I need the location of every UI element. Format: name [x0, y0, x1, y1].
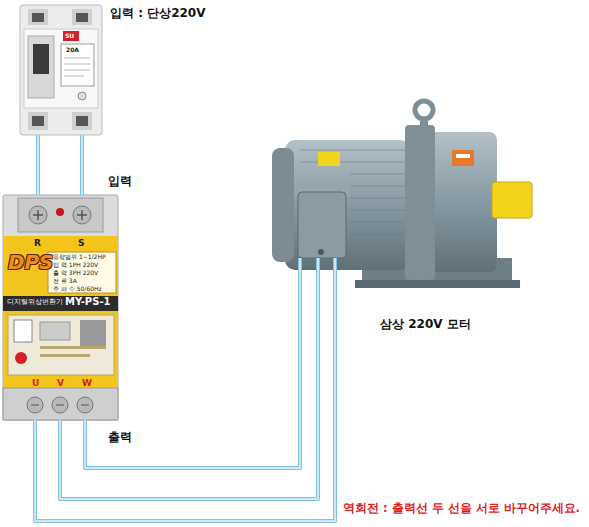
- spec-line: 주 파 수 50/60Hz: [53, 286, 102, 293]
- brand-badge: SU: [65, 33, 74, 40]
- motor-caption: 삼상 220V 모터: [380, 318, 471, 332]
- terminal-label: W: [82, 378, 92, 388]
- rating-text: 20A: [66, 47, 79, 54]
- output-heading: 출력: [108, 431, 132, 445]
- product-name: 디지털위상변환기: [7, 298, 63, 306]
- input-heading: 입력: [108, 175, 132, 189]
- brand-logo: DPS: [8, 252, 53, 275]
- terminal-label: V: [57, 378, 64, 388]
- spec-line: 출 력 3PH 220V: [53, 270, 98, 277]
- wire-outer: [80, 135, 84, 195]
- spec-line: 입 력 1PH 220V: [53, 262, 98, 269]
- wire-outer: [60, 258, 318, 499]
- converter-node: 입력RSDPS용량범위 1~1/2HP입 력 1PH 220V출 력 3PH 2…: [3, 195, 118, 420]
- wire: [60, 258, 318, 499]
- circuit-breaker: [20, 5, 102, 135]
- spec-line: 전 류 3A: [53, 278, 77, 285]
- wire: [35, 258, 335, 521]
- wire-inner: [60, 258, 318, 499]
- wire-outer: [35, 258, 335, 521]
- motor-illustration: [272, 101, 532, 288]
- wire-outer: [36, 135, 40, 195]
- model-number: MY-PS-1: [65, 296, 111, 308]
- wire-inner: [81, 135, 82, 195]
- breaker-node: 입력 : 단상220VSU20A: [20, 5, 102, 135]
- wire: [38, 135, 39, 195]
- wire: [85, 258, 300, 468]
- wire: [82, 135, 83, 195]
- reverse-note: 역회전 : 출력선 두 선을 서로 바꾸어주세요.: [343, 502, 580, 515]
- terminal-label: U: [32, 378, 39, 388]
- spec-line: 용량범위 1~1/2HP: [53, 254, 106, 261]
- wire-inner: [37, 135, 38, 195]
- phase-converter: [3, 195, 118, 420]
- input-heading: 입력 : 단상220V: [110, 7, 206, 21]
- wire-inner: [35, 258, 335, 521]
- terminal-label: R: [34, 238, 41, 248]
- wire-outer: [85, 258, 300, 468]
- motor-node: 삼상 220V 모터: [272, 110, 532, 258]
- terminal-label: S: [78, 238, 84, 248]
- wire-inner: [85, 258, 300, 468]
